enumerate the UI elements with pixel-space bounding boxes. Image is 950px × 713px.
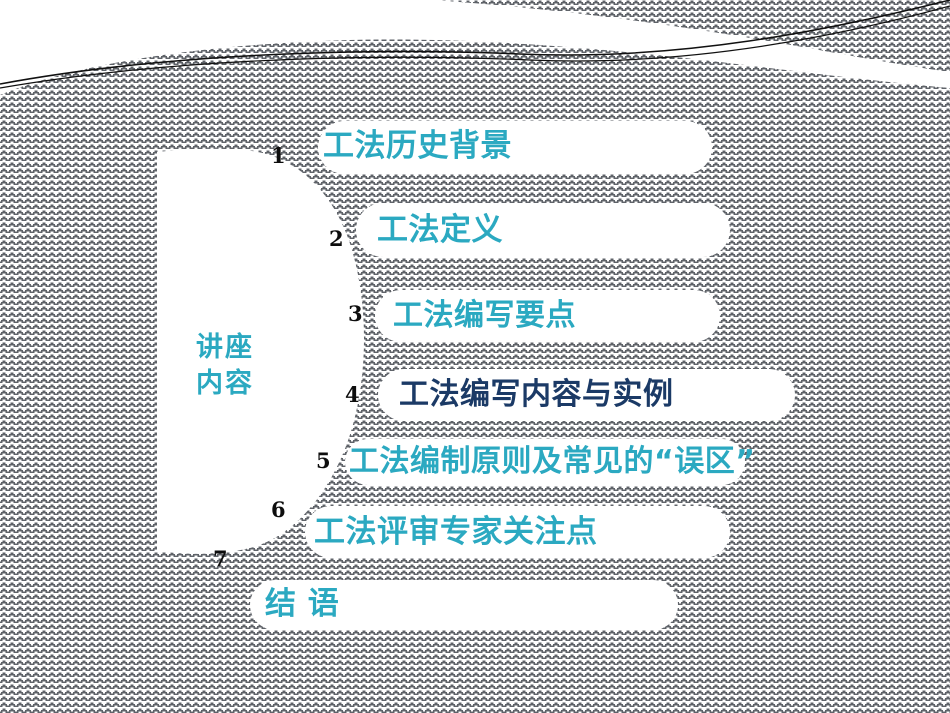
agenda-label-7: 结 语 [265,586,340,622]
pill-row-3 [375,290,720,342]
agenda-number-6: 6 [271,497,286,522]
lecture-contents-label: 讲座 内容 [196,330,254,401]
pill-row-1 [318,121,712,174]
agenda-label-3: 工法编写要点 [393,298,576,333]
pill-row-6 [305,506,730,558]
agenda-number-1: 1 [271,143,286,168]
agenda-number-5: 5 [316,448,331,473]
agenda-number-2: 2 [329,226,344,251]
lecture-contents-line-1: 讲座 [196,332,254,363]
agenda-label-1: 工法历史背景 [323,128,512,164]
agenda-label-2: 工法定义 [377,212,503,248]
agenda-number-7: 7 [213,546,228,571]
pill-row-4 [378,369,795,421]
pill-row-5 [345,439,745,485]
agenda-number-3: 3 [348,301,363,326]
pill-row-2 [356,203,730,257]
agenda-number-4: 4 [345,382,360,407]
pill-row-7 [250,580,678,630]
agenda-label-6: 工法评审专家关注点 [314,514,598,550]
agenda-label-5: 工法编制原则及常见的“误区” [349,444,756,479]
agenda-label-4: 工法编写内容与实例 [399,377,674,412]
lecture-contents-line-2: 内容 [196,367,254,399]
